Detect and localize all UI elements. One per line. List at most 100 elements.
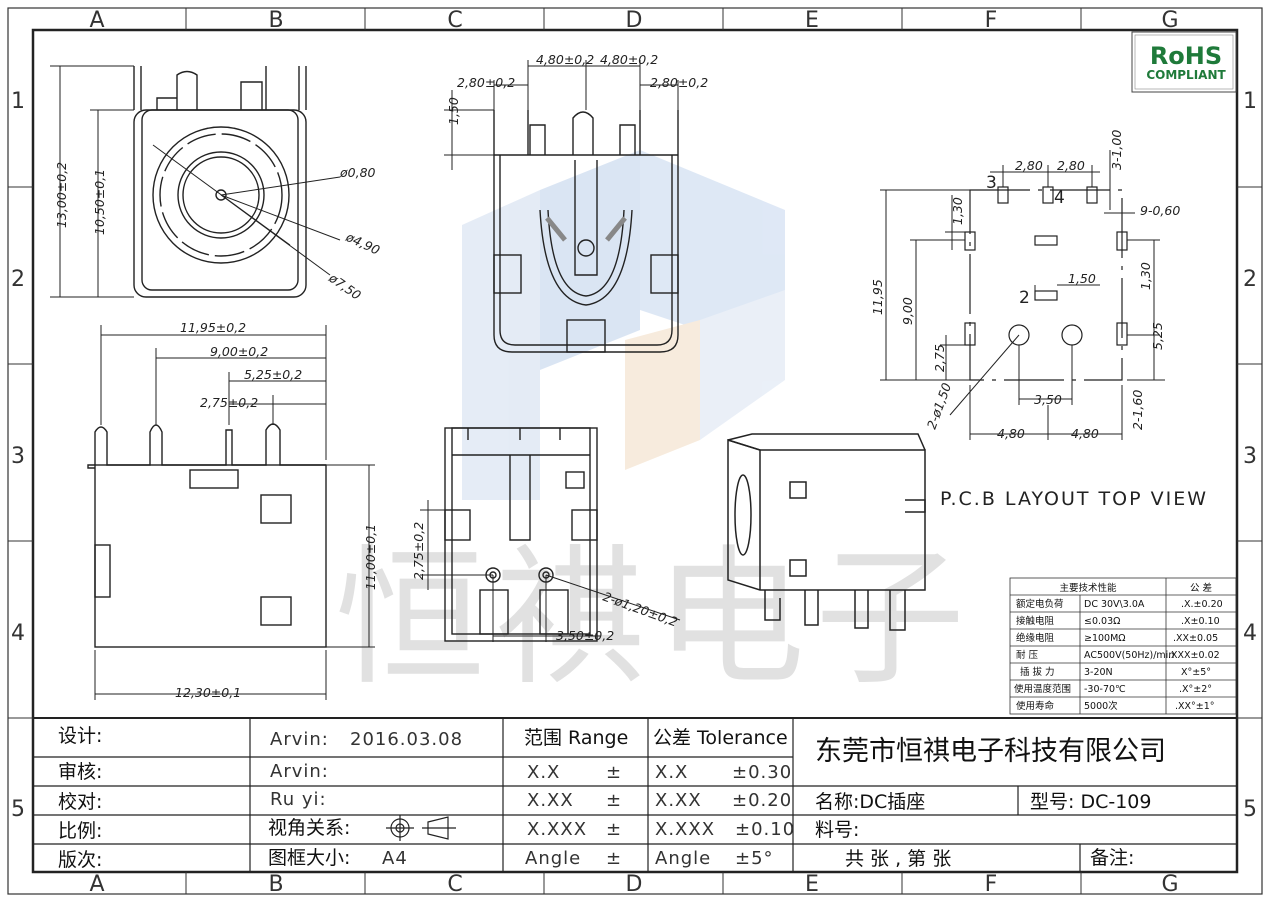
spec-name: 使用寿命: [1016, 700, 1055, 712]
col-label: G: [1161, 872, 1178, 897]
pcb-dim: 1,30: [950, 197, 965, 225]
row-label: 2: [11, 267, 25, 292]
col-label: E: [805, 8, 819, 33]
spec-header: 公 差: [1190, 582, 1212, 594]
spec-rows: 额定电负荷 DC 30V\3.0A .X.±0.20 接触电阻 ≤0.03Ω .…: [1014, 598, 1223, 712]
pcb-dim: 9-0,60: [1140, 203, 1180, 218]
label-review: 审核:: [58, 761, 102, 783]
col-label: D: [626, 8, 643, 33]
bottom-view-dim-lines: [420, 500, 681, 642]
spec-name: 绝缘电阻: [1016, 632, 1055, 644]
spec-tol: .XXX±0.02: [1168, 650, 1220, 661]
inner-border: [31, 28, 1239, 874]
range-pm: ±: [606, 790, 622, 811]
pcb-dim: 11,95: [870, 279, 885, 315]
pcb-dim: 1,50: [1068, 271, 1096, 286]
dim-length-2-75: 2,75±0,2: [200, 395, 258, 410]
tol-key: X.X: [655, 762, 688, 783]
top-view: [493, 110, 679, 353]
dim-inner-dia: ø4,90: [343, 229, 382, 258]
model-number: 型号: DC-109: [1030, 791, 1151, 813]
watermark-text: 恒祺电子: [335, 532, 975, 706]
label-check: 校对:: [58, 791, 102, 813]
row-label: 1: [11, 89, 25, 114]
spec-tol: .XX±0.05: [1173, 633, 1218, 644]
col-label: B: [268, 872, 283, 897]
range-header: 范围 Range: [524, 727, 628, 749]
company-name: 东莞市恒祺电子科技有限公司: [815, 736, 1166, 767]
row-label: 5: [1243, 797, 1257, 822]
dim-offset-right: 2,80±0,2: [650, 75, 708, 90]
spec-name: 耐 压: [1016, 649, 1039, 661]
spec-value: ≤0.03Ω: [1084, 616, 1120, 627]
spec-table: [1009, 577, 1237, 715]
dim-pin-dia: ø0,80: [339, 165, 376, 180]
spec-value: -30-70℃: [1084, 684, 1126, 695]
spec-tol: .XX°±1°: [1175, 701, 1215, 712]
side-view: [87, 423, 327, 648]
pcb-dim: 2,75: [932, 344, 947, 372]
col-label: B: [268, 8, 283, 33]
spec-tol: X°±5°: [1181, 667, 1211, 678]
front-view: [133, 66, 341, 298]
row-label: 5: [11, 797, 25, 822]
frame-size-label: 图框大小:: [268, 847, 350, 869]
dim-height-10-5: 10,50±0,1: [92, 169, 107, 235]
spec-tol: .X.±0.20: [1181, 599, 1223, 610]
material-number: 料号:: [815, 819, 859, 841]
spec-name: 插 拔 力: [1020, 666, 1055, 678]
pcb-dim: 2,80: [1057, 158, 1085, 173]
frame-size-value: A4: [382, 848, 408, 869]
designer-name: Arvin:: [270, 729, 329, 750]
col-label: A: [89, 872, 104, 897]
dim-length-5-25: 5,25±0,2: [244, 367, 302, 382]
dim-height-11: 11,00±0,1: [363, 524, 378, 590]
spec-tol: .X±0.10: [1181, 616, 1220, 627]
spec-name: 使用温度范围: [1014, 683, 1071, 695]
pcb-dim: 2-ø1,50: [924, 381, 955, 431]
dim-outer-dia: ø7,50: [325, 270, 364, 303]
spec-value: DC 30V\3.0A: [1084, 599, 1145, 610]
tolerance-header: 公差 Tolerance: [653, 727, 788, 749]
range-row: Angle: [525, 848, 581, 869]
tol-val: ±0.30: [732, 762, 792, 783]
pcb-dim: 5,25: [1150, 322, 1165, 350]
range-row: X.XX: [527, 790, 574, 811]
pcb-dim: 2,80: [1015, 158, 1043, 173]
dim-hole-offset: 2,75±0,2: [411, 522, 426, 580]
view-relation-label: 视角关系:: [268, 817, 350, 839]
pcb-dim: 3,50: [1034, 392, 1062, 407]
tol-key: X.XXX: [655, 819, 715, 840]
top-view-dim-lines: [444, 60, 679, 170]
tol-val: ±0.10: [735, 819, 795, 840]
dim-offset-left: 2,80±0,2: [457, 75, 515, 90]
label-version: 版次:: [58, 849, 102, 871]
rohs-subtitle: COMPLIANT: [1146, 68, 1226, 82]
bottom-view: [444, 427, 598, 642]
row-label: 4: [11, 621, 25, 646]
rohs-title: RoHS: [1150, 42, 1222, 70]
product-name: 名称:DC插座: [815, 791, 925, 813]
row-label: 4: [1243, 621, 1257, 646]
projection-symbol-icon: [386, 815, 456, 841]
col-label: D: [626, 872, 643, 897]
dim-height-13: 13,00±0,2: [54, 162, 69, 228]
col-label: A: [89, 8, 104, 33]
row-label: 1: [1243, 89, 1257, 114]
col-label: C: [447, 872, 462, 897]
row-label: 2: [1243, 267, 1257, 292]
pcb-pin-label: 4: [1054, 188, 1065, 208]
pcb-dim: 9,00: [900, 297, 915, 325]
reviewer-name: Arvin:: [270, 761, 329, 782]
col-label: F: [985, 872, 998, 897]
col-label: F: [985, 8, 998, 33]
pcb-layout-title: P.C.B LAYOUT TOP VIEW: [940, 488, 1208, 510]
spec-value: 3-20N: [1084, 667, 1113, 678]
pcb-pin-label: 2: [1019, 288, 1030, 308]
spec-value: ≥100MΩ: [1084, 633, 1126, 644]
pcb-layout: [964, 186, 1128, 381]
watermark-logo: [462, 150, 785, 500]
range-row: X.X: [527, 762, 560, 783]
dim-hole-pitch: 3,50±0,2: [556, 628, 614, 643]
